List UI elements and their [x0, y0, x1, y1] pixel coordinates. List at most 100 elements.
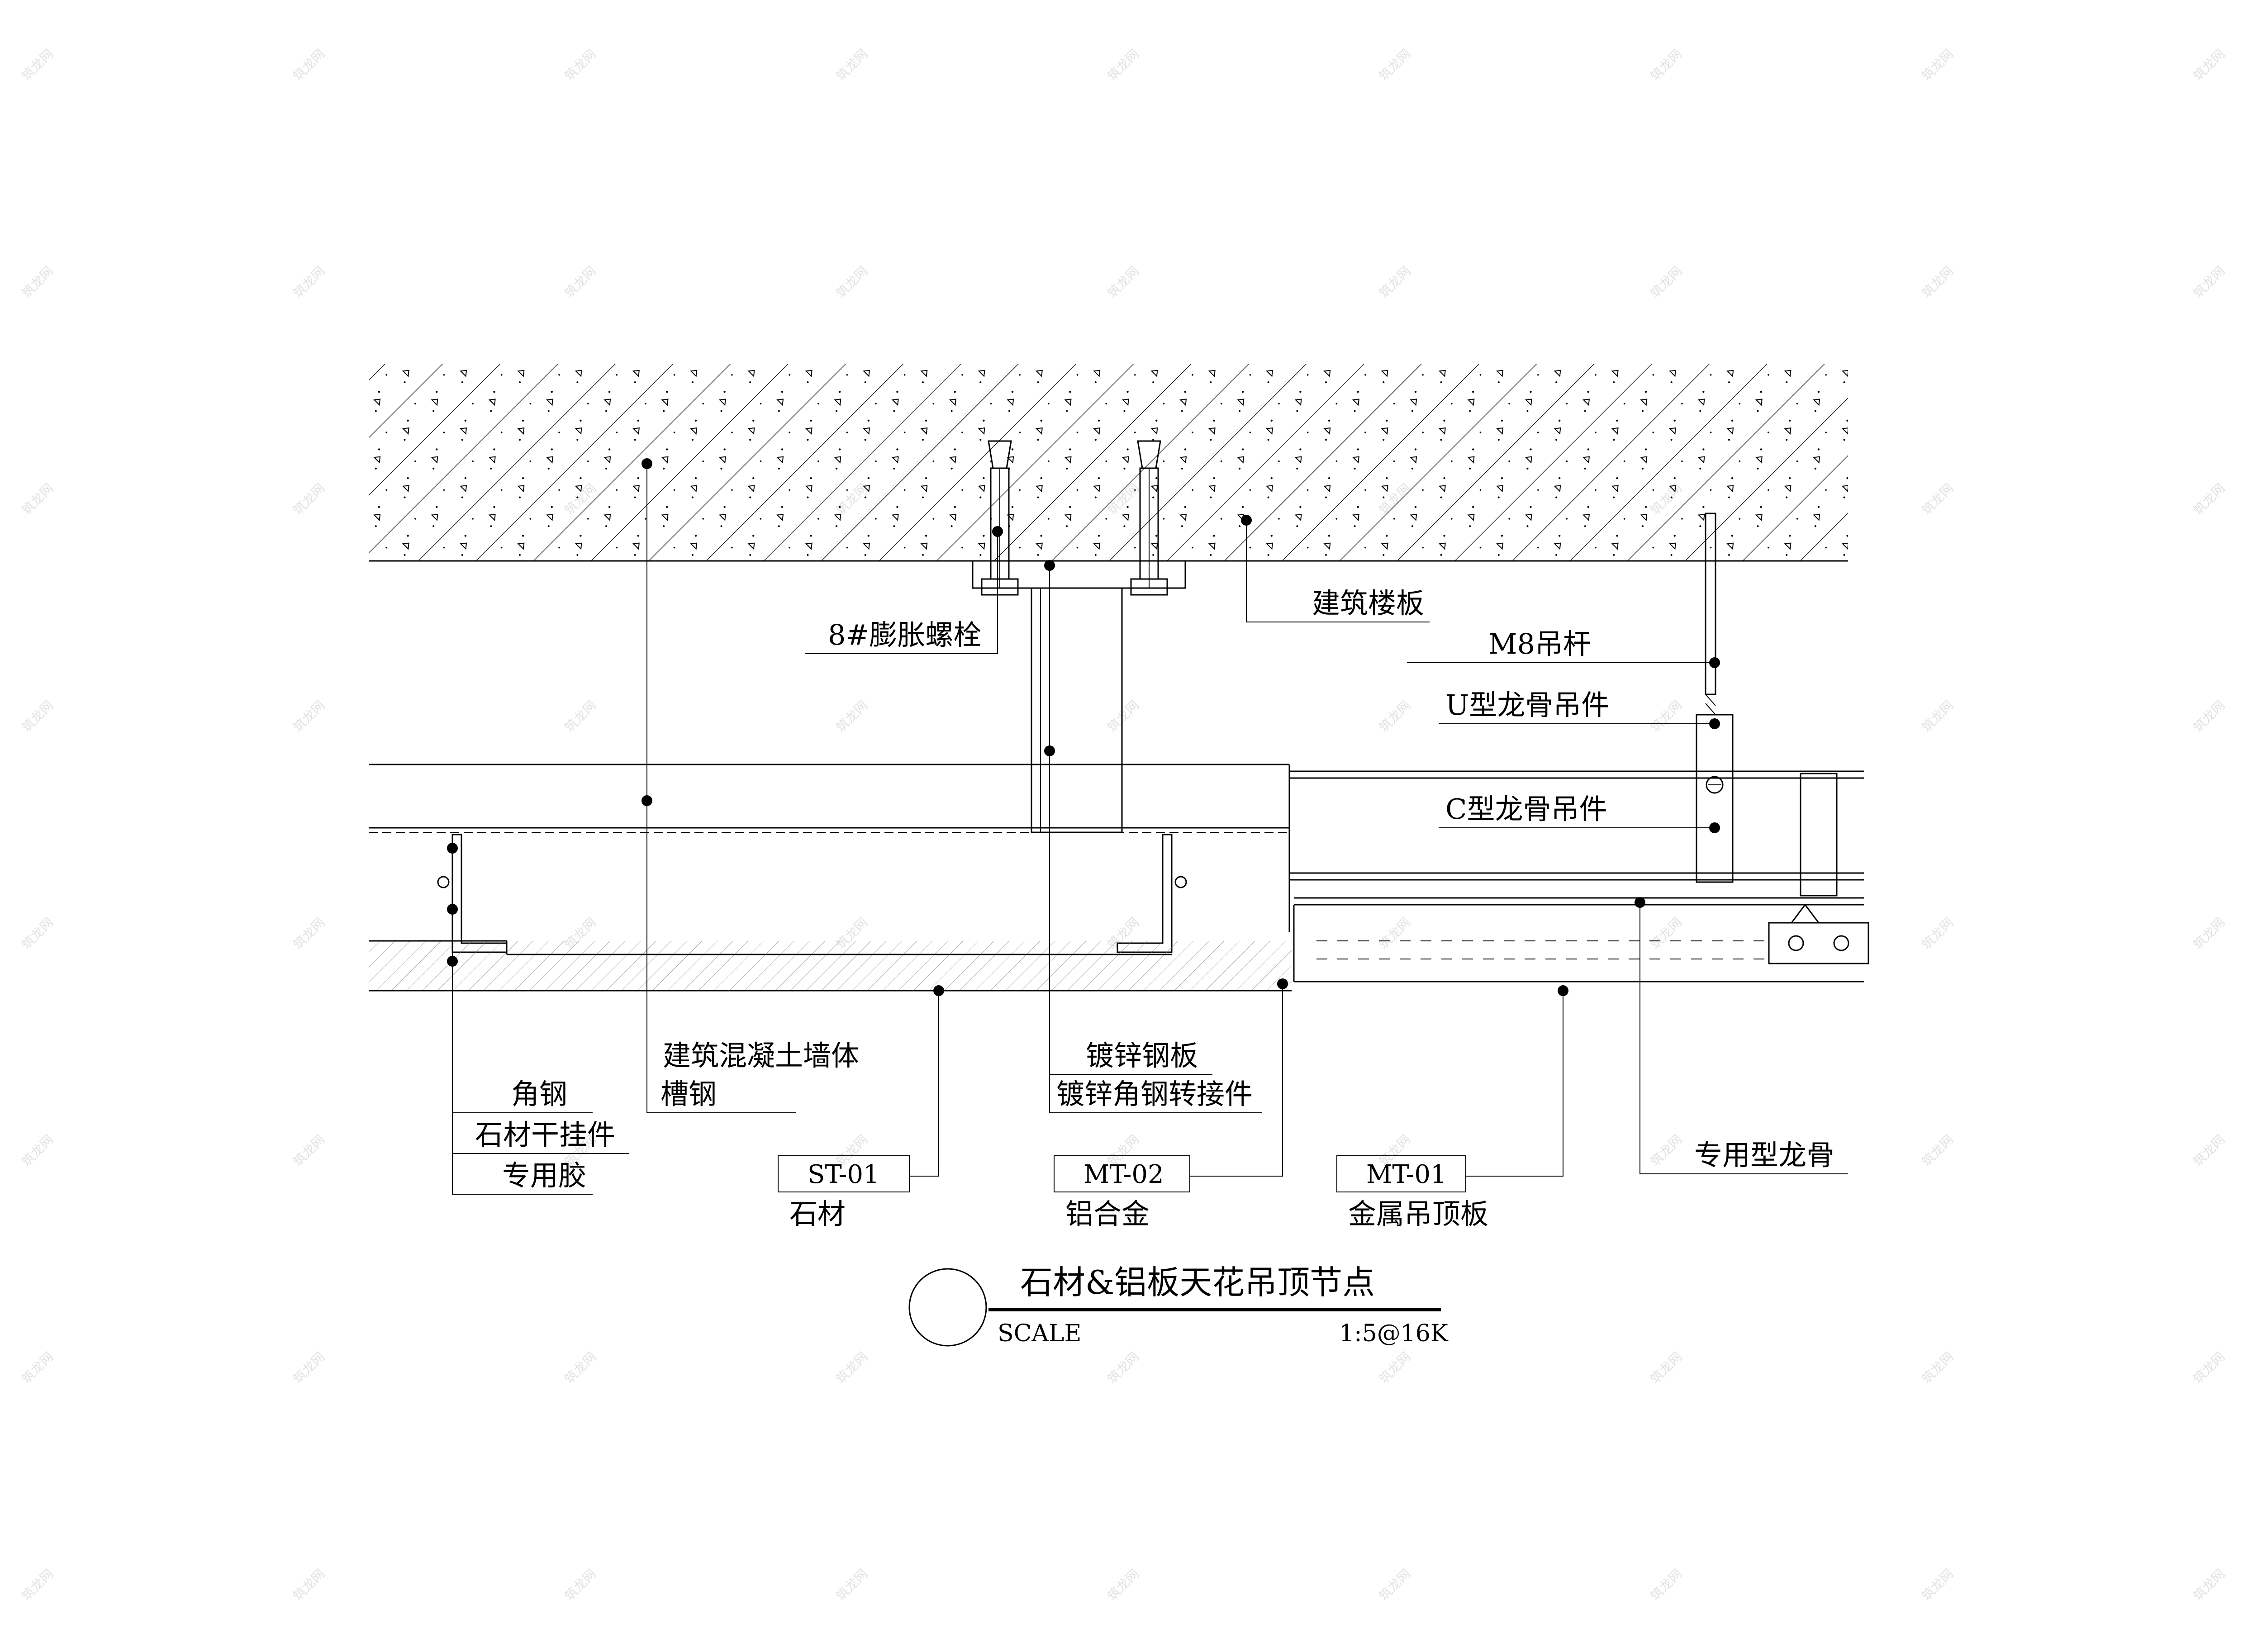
- watermark-text: 筑龙网: [1648, 46, 1685, 84]
- label-galv-plate: 镀锌钢板: [1086, 1039, 1198, 1072]
- watermark-text: 筑龙网: [19, 915, 57, 952]
- watermark-text: 筑龙网: [19, 480, 57, 518]
- watermark-text: 筑龙网: [1919, 263, 1957, 301]
- watermark-text: 筑龙网: [1105, 46, 1142, 84]
- watermark-text: 筑龙网: [1376, 263, 1414, 301]
- label-floor-slab: 建筑楼板: [1312, 587, 1424, 620]
- watermark-text: 筑龙网: [1648, 1566, 1685, 1604]
- watermark-text: 筑龙网: [1105, 263, 1142, 301]
- label-channel-steel: 槽钢: [661, 1078, 717, 1111]
- stone-panel: [369, 940, 1292, 992]
- watermark-text: 筑龙网: [562, 1349, 599, 1386]
- label-galv-angle-adapter: 镀锌角钢转接件: [1056, 1078, 1253, 1111]
- watermark-text: 筑龙网: [1919, 1566, 1957, 1604]
- watermark-text: 筑龙网: [1648, 1132, 1685, 1169]
- u-keel-hanger: [1696, 714, 1734, 883]
- label-special-keel: 专用型龙骨: [1694, 1139, 1834, 1172]
- expansion-bolt-left: [981, 440, 1019, 596]
- watermark-text: 筑龙网: [1648, 1349, 1685, 1386]
- material-tag-mt01: MT-01 金属吊顶板: [1336, 1155, 1488, 1230]
- watermark-text: 筑龙网: [2191, 263, 2228, 301]
- watermark-text: 筑龙网: [19, 46, 57, 84]
- c-keel: [1289, 770, 1864, 897]
- watermark-text: 筑龙网: [1919, 480, 1957, 518]
- watermark-text: 筑龙网: [833, 1349, 871, 1386]
- watermark-text: 筑龙网: [290, 1132, 328, 1169]
- concrete-floor-slab: [369, 364, 1848, 562]
- watermark-text: 筑龙网: [19, 1132, 57, 1169]
- watermark-text: 筑龙网: [290, 263, 328, 301]
- label-c-hanger: C型龙骨吊件: [1445, 793, 1607, 826]
- watermark-text: 筑龙网: [1919, 1132, 1957, 1169]
- watermark-text: 筑龙网: [1648, 915, 1685, 952]
- label-stone-hanger: 石材干挂件: [475, 1118, 615, 1151]
- watermark-text: 筑龙网: [19, 263, 57, 301]
- material-name-st01: 石材: [789, 1197, 846, 1230]
- title-block: 石材&铝板天花吊顶节点 SCALE 1:5@16K: [908, 1263, 1449, 1347]
- watermark-text: 筑龙网: [1376, 1349, 1414, 1386]
- watermark-text: 筑龙网: [2191, 1349, 2228, 1386]
- material-code-mt01: MT-01: [1366, 1160, 1447, 1189]
- watermark-layer: 筑龙网筑龙网筑龙网筑龙网筑龙网筑龙网筑龙网筑龙网筑龙网筑龙网筑龙网筑龙网筑龙网筑…: [19, 46, 2228, 1604]
- scale-label: SCALE: [998, 1320, 1081, 1347]
- watermark-text: 筑龙网: [19, 1566, 57, 1604]
- drawing-title: 石材&铝板天花吊顶节点: [1020, 1263, 1375, 1301]
- watermark-text: 筑龙网: [833, 263, 871, 301]
- detail-bubble: [908, 1268, 987, 1347]
- material-code-st01: ST-01: [808, 1160, 879, 1189]
- watermark-text: 筑龙网: [1376, 698, 1414, 735]
- watermark-text: 筑龙网: [833, 46, 871, 84]
- watermark-text: 筑龙网: [1105, 1566, 1142, 1604]
- watermark-text: 筑龙网: [2191, 46, 2228, 84]
- label-expansion-bolt: 8#膨胀螺栓: [828, 618, 981, 651]
- m8-hanger-rod: [1705, 513, 1716, 715]
- label-u-hanger: U型龙骨吊件: [1445, 688, 1609, 722]
- angle-steel-left: [437, 834, 508, 953]
- watermark-text: 筑龙网: [2191, 1566, 2228, 1604]
- label-special-glue: 专用胶: [502, 1159, 586, 1192]
- watermark-text: 筑龙网: [1919, 698, 1957, 735]
- watermark-text: 筑龙网: [290, 1566, 328, 1604]
- watermark-text: 筑龙网: [1919, 46, 1957, 84]
- watermark-text: 筑龙网: [19, 1349, 57, 1386]
- watermark-text: 筑龙网: [290, 480, 328, 518]
- watermark-text: 筑龙网: [290, 915, 328, 952]
- watermark-text: 筑龙网: [19, 698, 57, 735]
- leader-lines: [452, 464, 1848, 1195]
- label-concrete-wall: 建筑混凝土墙体: [663, 1039, 859, 1072]
- watermark-text: 筑龙网: [2191, 698, 2228, 735]
- material-code-mt02: MT-02: [1083, 1160, 1164, 1189]
- watermark-text: 筑龙网: [2191, 915, 2228, 952]
- watermark-text: 筑龙网: [562, 698, 599, 735]
- material-tag-st01: ST-01 石材: [778, 1155, 910, 1230]
- watermark-text: 筑龙网: [290, 46, 328, 84]
- galvanized-steel-plate: [972, 560, 1186, 833]
- watermark-text: 筑龙网: [562, 46, 599, 84]
- watermark-text: 筑龙网: [1105, 698, 1142, 735]
- watermark-text: 筑龙网: [2191, 480, 2228, 518]
- watermark-text: 筑龙网: [1376, 46, 1414, 84]
- expansion-bolt-right: [1130, 440, 1168, 596]
- watermark-text: 筑龙网: [290, 1349, 328, 1386]
- scale-value: 1:5@16K: [1339, 1320, 1449, 1347]
- watermark-text: 筑龙网: [1919, 1349, 1957, 1386]
- label-angle-steel: 角钢: [511, 1078, 567, 1111]
- watermark-text: 筑龙网: [1648, 698, 1685, 735]
- watermark-text: 筑龙网: [290, 698, 328, 735]
- watermark-text: 筑龙网: [1105, 1349, 1142, 1386]
- special-keel: [1294, 897, 1869, 964]
- watermark-text: 筑龙网: [1376, 915, 1414, 952]
- watermark-text: 筑龙网: [2191, 1132, 2228, 1169]
- watermark-text: 筑龙网: [1376, 1566, 1414, 1604]
- watermark-text: 筑龙网: [833, 698, 871, 735]
- watermark-text: 筑龙网: [562, 1566, 599, 1604]
- material-name-mt02: 铝合金: [1065, 1197, 1150, 1230]
- watermark-text: 筑龙网: [1648, 263, 1685, 301]
- watermark-text: 筑龙网: [833, 1566, 871, 1604]
- watermark-text: 筑龙网: [1919, 915, 1957, 952]
- watermark-text: 筑龙网: [562, 263, 599, 301]
- material-tag-mt02: MT-02 铝合金: [1054, 1155, 1190, 1230]
- material-name-mt01: 金属吊顶板: [1348, 1197, 1488, 1230]
- channel-steel: [369, 764, 1290, 932]
